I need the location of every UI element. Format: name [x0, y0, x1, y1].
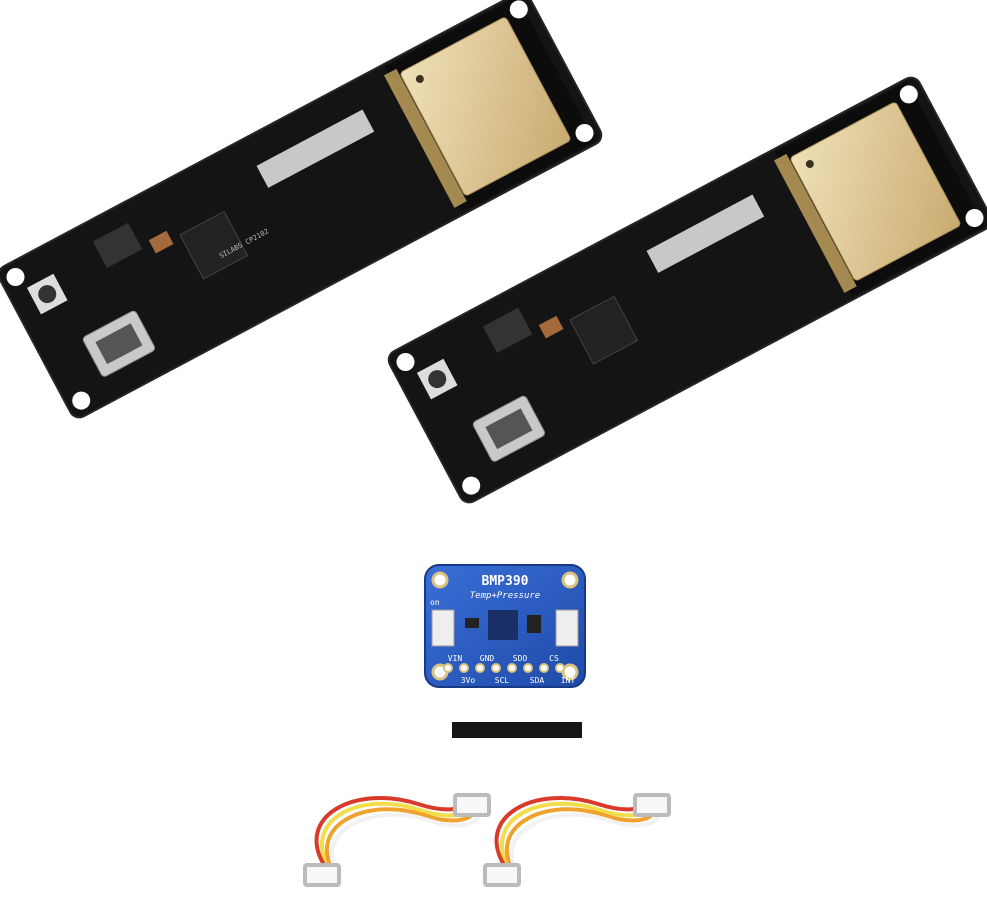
pin-label-sda: SDA [530, 676, 545, 685]
pin-label-3vo: 3Vo [461, 676, 476, 685]
header-pin-strip [452, 705, 582, 785]
jst-plug-1b [453, 793, 491, 817]
sensor-chip [488, 610, 518, 640]
pin-labels-bottom: 3Vo SCL SDA INT [461, 676, 576, 685]
pin-labels-top: VIN GND SDO CS [448, 654, 559, 663]
jst-plug-2a [483, 863, 521, 887]
jst-cable-2 [483, 793, 671, 887]
jst-cable-1 [303, 793, 491, 887]
esp32-board-1: SILABS CP2102 [0, 0, 603, 419]
pin-label-int: INT [561, 676, 576, 685]
pin-label-vin: VIN [448, 654, 463, 663]
pin-label-sdo: SDO [513, 654, 528, 663]
esp32-board-2 [387, 76, 987, 504]
breakout-title: BMP390 [482, 574, 529, 589]
stemma-connector-right [555, 609, 579, 647]
jst-plug-2b [633, 793, 671, 817]
pin-label-gnd: GND [480, 654, 495, 663]
pin-label-scl: SCL [495, 676, 510, 685]
pin-holes [443, 663, 565, 673]
breakout-subtitle: Temp+Pressure [470, 591, 540, 601]
stemma-connector-left [431, 609, 455, 647]
pin-label-cs: CS [549, 654, 559, 663]
on-led-label: on [430, 598, 440, 607]
bmp390-breakout: BMP390 Temp+Pressure on VIN GND SDO CS 3… [424, 564, 586, 688]
jst-plug-1a [303, 863, 341, 887]
